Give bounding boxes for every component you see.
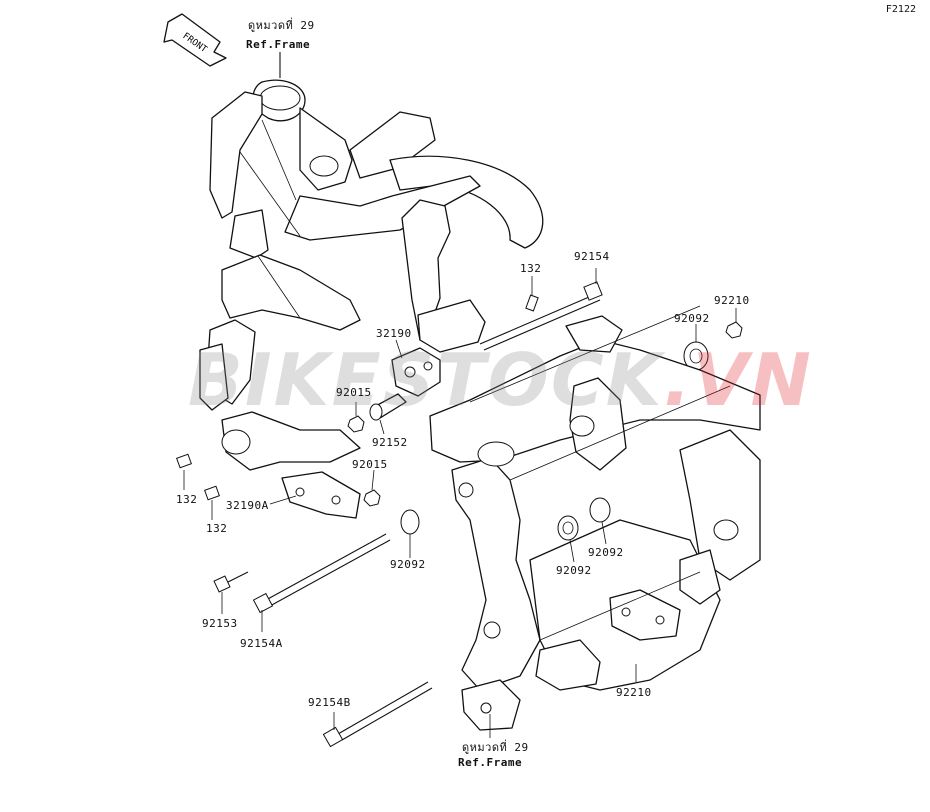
part-label-132-left: 132 bbox=[176, 493, 198, 506]
bushing-92092-mid bbox=[400, 509, 420, 535]
upper-frame bbox=[199, 79, 544, 471]
bracket-32190 bbox=[391, 347, 441, 397]
part-label-92210-top: 92210 bbox=[714, 294, 750, 307]
bolt-92153 bbox=[213, 571, 249, 593]
nut-92015-a bbox=[347, 415, 365, 433]
part-label-132-mid: 132 bbox=[206, 522, 228, 535]
part-label-32190: 32190 bbox=[376, 327, 412, 340]
bushing-92092-r1 bbox=[557, 515, 579, 541]
leader-lines bbox=[183, 268, 737, 738]
ref-top-thai: ดูหมวดที่ 29 bbox=[248, 19, 315, 32]
part-label-92015-a: 92015 bbox=[336, 386, 372, 399]
ref-top-label: Ref.Frame bbox=[246, 38, 311, 51]
part-label-92154: 92154 bbox=[574, 250, 610, 263]
part-label-92154B: 92154B bbox=[308, 696, 351, 709]
part-label-92153: 92153 bbox=[202, 617, 238, 630]
bolt-92154B bbox=[322, 681, 433, 748]
bolt-132-top bbox=[525, 294, 539, 312]
ref-bottom-thai: ดูหมวดที่ 29 bbox=[462, 741, 529, 754]
watermark-part1: BIKESTOCK bbox=[188, 338, 664, 422]
bushing-92092-r2 bbox=[589, 497, 611, 523]
nut-92210-top bbox=[725, 321, 743, 339]
front-arrow-icon: FRONT bbox=[163, 13, 227, 67]
diagram-code: F2122 bbox=[885, 4, 916, 15]
ref-bottom-label: Ref.Frame bbox=[458, 756, 523, 769]
part-label-32190A: 32190A bbox=[226, 499, 269, 512]
part-label-92092-mid: 92092 bbox=[390, 558, 426, 571]
bolt-92154A bbox=[252, 533, 391, 614]
collar-92152 bbox=[369, 393, 407, 421]
bracket-32190A bbox=[281, 471, 361, 519]
part-label-92152: 92152 bbox=[372, 436, 408, 449]
bolt-132-mid bbox=[204, 485, 220, 501]
lower-frame bbox=[429, 305, 761, 731]
bolt-132-left bbox=[176, 453, 192, 469]
bolt-92154 bbox=[479, 281, 603, 351]
part-label-92154A: 92154A bbox=[240, 637, 283, 650]
part-label-92092-top: 92092 bbox=[674, 312, 710, 325]
watermark-part2: .VN bbox=[663, 338, 813, 422]
part-label-92092-r1: 92092 bbox=[556, 564, 592, 577]
part-label-132-top: 132 bbox=[520, 262, 542, 275]
part-label-92210-bottom: 92210 bbox=[616, 686, 652, 699]
watermark: BIKESTOCK.VN bbox=[188, 338, 813, 422]
part-label-92015-b: 92015 bbox=[352, 458, 388, 471]
nut-92015-b bbox=[363, 489, 381, 507]
part-label-92092-r2: 92092 bbox=[588, 546, 624, 559]
